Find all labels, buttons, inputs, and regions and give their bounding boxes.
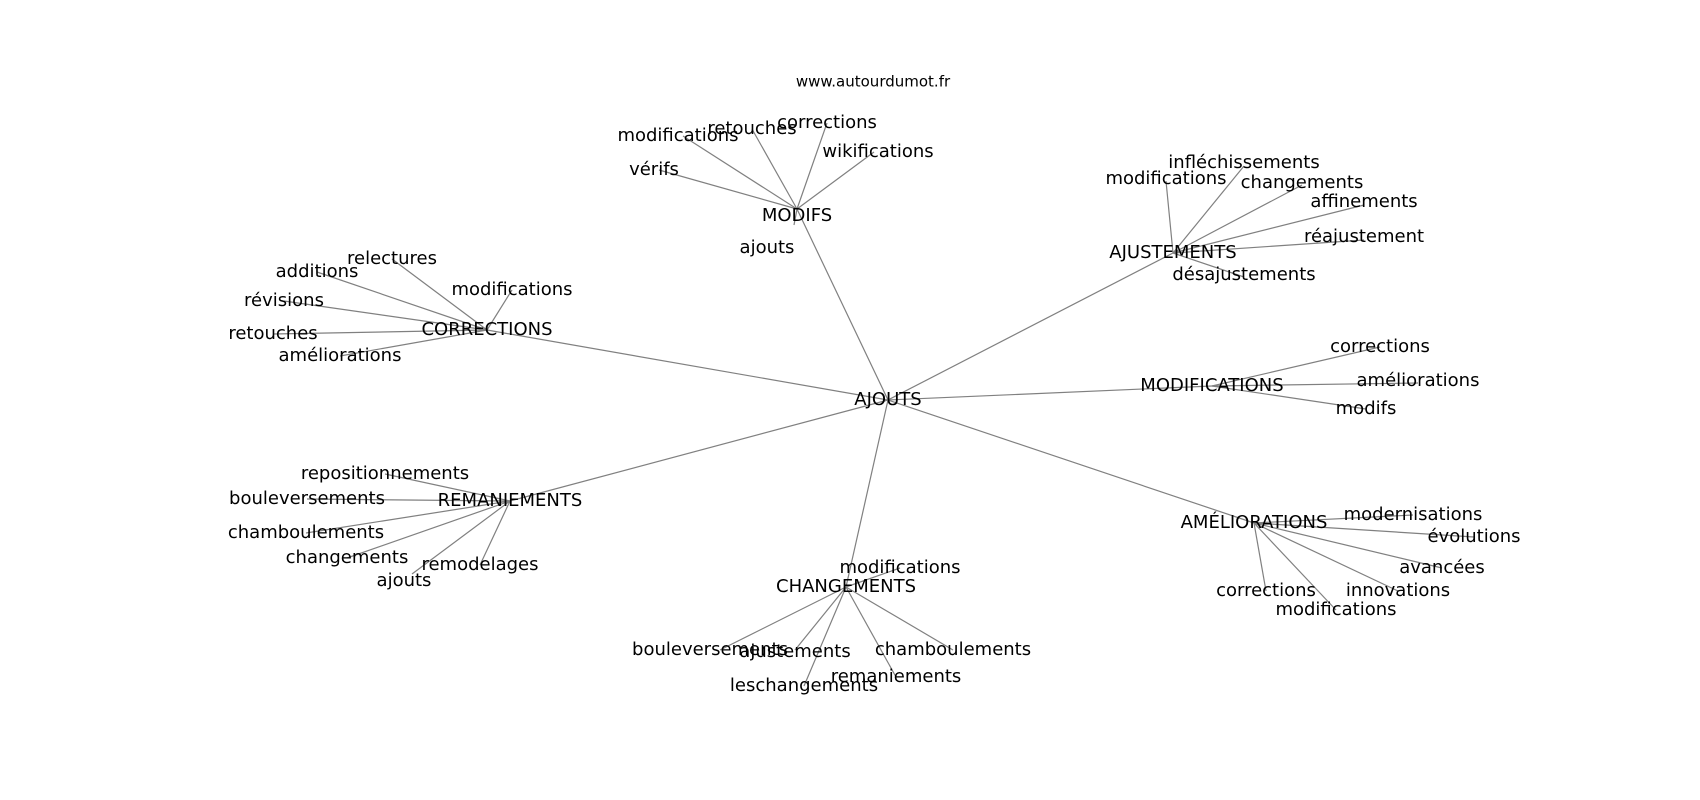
- edge-hub-to-leaf: [1253, 522, 1399, 592]
- leaf-node: réajustement: [1304, 226, 1424, 247]
- edge-hub-to-leaf: [796, 122, 828, 210]
- leaf-node: modifications: [617, 125, 738, 146]
- leaf-node: repositionnements: [301, 463, 469, 484]
- leaf-node: modifications: [451, 279, 572, 300]
- leaf-node: leschangements: [730, 675, 878, 696]
- leaf-node: bouleversements: [229, 488, 385, 509]
- edge-hub-to-leaf: [1253, 522, 1267, 592]
- edge-hub-to-leaf: [845, 567, 901, 588]
- leaf-node: améliorations: [279, 345, 402, 366]
- graph-labels: www.autourdumot.fr AJOUTS MODIFS modificat…: [228, 73, 1521, 697]
- edge-hub-to-leaf: [346, 500, 511, 559]
- leaf-node: chamboulements: [875, 639, 1031, 660]
- leaf-node: corrections: [777, 112, 877, 133]
- edge-hub-to-leaf: [1172, 204, 1365, 254]
- edge-hub-to-leaf: [1211, 385, 1367, 410]
- leaf-node: modifications: [1105, 168, 1226, 189]
- leaf-node: modifs: [1336, 398, 1397, 419]
- leaf-node: retouches: [707, 118, 796, 139]
- edge-hub-to-leaf: [845, 586, 897, 678]
- hub-node: MODIFICATIONS: [1140, 375, 1283, 396]
- leaf-node: améliorations: [1357, 370, 1480, 391]
- edge-hub-to-leaf: [1253, 522, 1337, 611]
- leaf-node: ajouts: [377, 570, 432, 591]
- edge-hub-to-leaf: [1172, 252, 1245, 278]
- hub-node: CHANGEMENTS: [776, 576, 916, 597]
- edge-hub-to-leaf: [793, 208, 798, 226]
- leaf-node: corrections: [1216, 580, 1316, 601]
- leaf-node: chamboulements: [228, 522, 384, 543]
- edge-hub-to-leaf: [1165, 180, 1174, 254]
- hub-node: AMÉLIORATIONS: [1181, 511, 1328, 533]
- leaf-node: modernisations: [1344, 504, 1483, 525]
- hub-node: REMANIEMENTS: [438, 490, 583, 511]
- edge-root-to-hub: [509, 399, 889, 502]
- edge-hub-to-leaf: [272, 329, 488, 335]
- edge-hub-to-leaf: [486, 289, 513, 331]
- leaf-node: ajustements: [739, 641, 850, 662]
- leaf-node: innovations: [1346, 580, 1450, 601]
- edge-hub-to-leaf: [306, 498, 511, 502]
- edge-hub-to-leaf: [682, 135, 798, 210]
- hub-node: AJUSTEMENTS: [1109, 242, 1236, 263]
- leaf-node: infléchissements: [1168, 152, 1319, 173]
- edge-root-to-hub: [486, 329, 889, 401]
- leaf-node: remaniements: [831, 666, 962, 687]
- edge-hub-to-leaf: [658, 169, 798, 210]
- edge-hub-to-leaf: [1172, 184, 1303, 254]
- graph-edges: [272, 122, 1475, 687]
- leaf-node: affinements: [1310, 191, 1417, 212]
- edge-root-to-hub: [887, 252, 1174, 401]
- leaf-node: révisions: [244, 290, 324, 311]
- edge-root-to-hub: [887, 399, 1255, 524]
- edge-hub-to-leaf: [1253, 522, 1443, 569]
- hub-node: MODIFS: [762, 205, 832, 226]
- edge-hub-to-leaf: [316, 271, 488, 331]
- leaf-node: changements: [286, 547, 409, 568]
- leaf-node: modifications: [1275, 599, 1396, 620]
- root-node: AJOUTS: [854, 389, 921, 410]
- edge-hub-to-leaf: [305, 500, 511, 534]
- edge-root-to-hub: [796, 208, 889, 401]
- leaf-node: désajustements: [1172, 264, 1315, 285]
- edge-hub-to-leaf: [391, 258, 488, 331]
- edge-hub-to-leaf: [794, 586, 847, 651]
- leaf-node: avancées: [1399, 557, 1485, 578]
- leaf-node: corrections: [1330, 336, 1430, 357]
- leaf-node: remodelages: [421, 554, 538, 575]
- edge-hub-to-leaf: [845, 586, 954, 651]
- edge-hub-to-leaf: [479, 500, 511, 566]
- leaf-node: wikifications: [822, 141, 933, 162]
- edge-root-to-hub: [845, 399, 889, 588]
- edge-hub-to-leaf: [1211, 382, 1419, 387]
- edge-hub-to-leaf: [1172, 239, 1365, 254]
- hub-node: CORRECTIONS: [421, 319, 552, 340]
- edge-hub-to-leaf: [1253, 514, 1414, 524]
- edge-root-to-hub: [887, 385, 1213, 401]
- edge-hub-to-leaf: [283, 300, 488, 331]
- edge-hub-to-leaf: [1211, 346, 1381, 387]
- leaf-node: vérifs: [629, 159, 679, 180]
- edge-hub-to-leaf: [384, 473, 511, 502]
- edge-hub-to-leaf: [719, 586, 847, 651]
- source-label: www.autourdumot.fr: [796, 73, 951, 91]
- edge-hub-to-leaf: [751, 128, 798, 210]
- leaf-node: ajouts: [740, 237, 795, 258]
- edge-hub-to-leaf: [803, 586, 847, 687]
- leaf-node: changements: [1241, 172, 1364, 193]
- leaf-node: bouleversements: [632, 639, 788, 660]
- edge-hub-to-leaf: [796, 151, 875, 210]
- edge-hub-to-leaf: [411, 500, 511, 575]
- leaf-node: additions: [276, 261, 359, 282]
- leaf-node: modifications: [839, 557, 960, 578]
- edge-hub-to-leaf: [1172, 165, 1245, 254]
- edge-hub-to-leaf: [339, 329, 488, 357]
- leaf-node: retouches: [228, 323, 317, 344]
- leaf-node: relectures: [347, 248, 437, 269]
- edge-hub-to-leaf: [1253, 522, 1475, 538]
- leaf-node: évolutions: [1427, 526, 1520, 547]
